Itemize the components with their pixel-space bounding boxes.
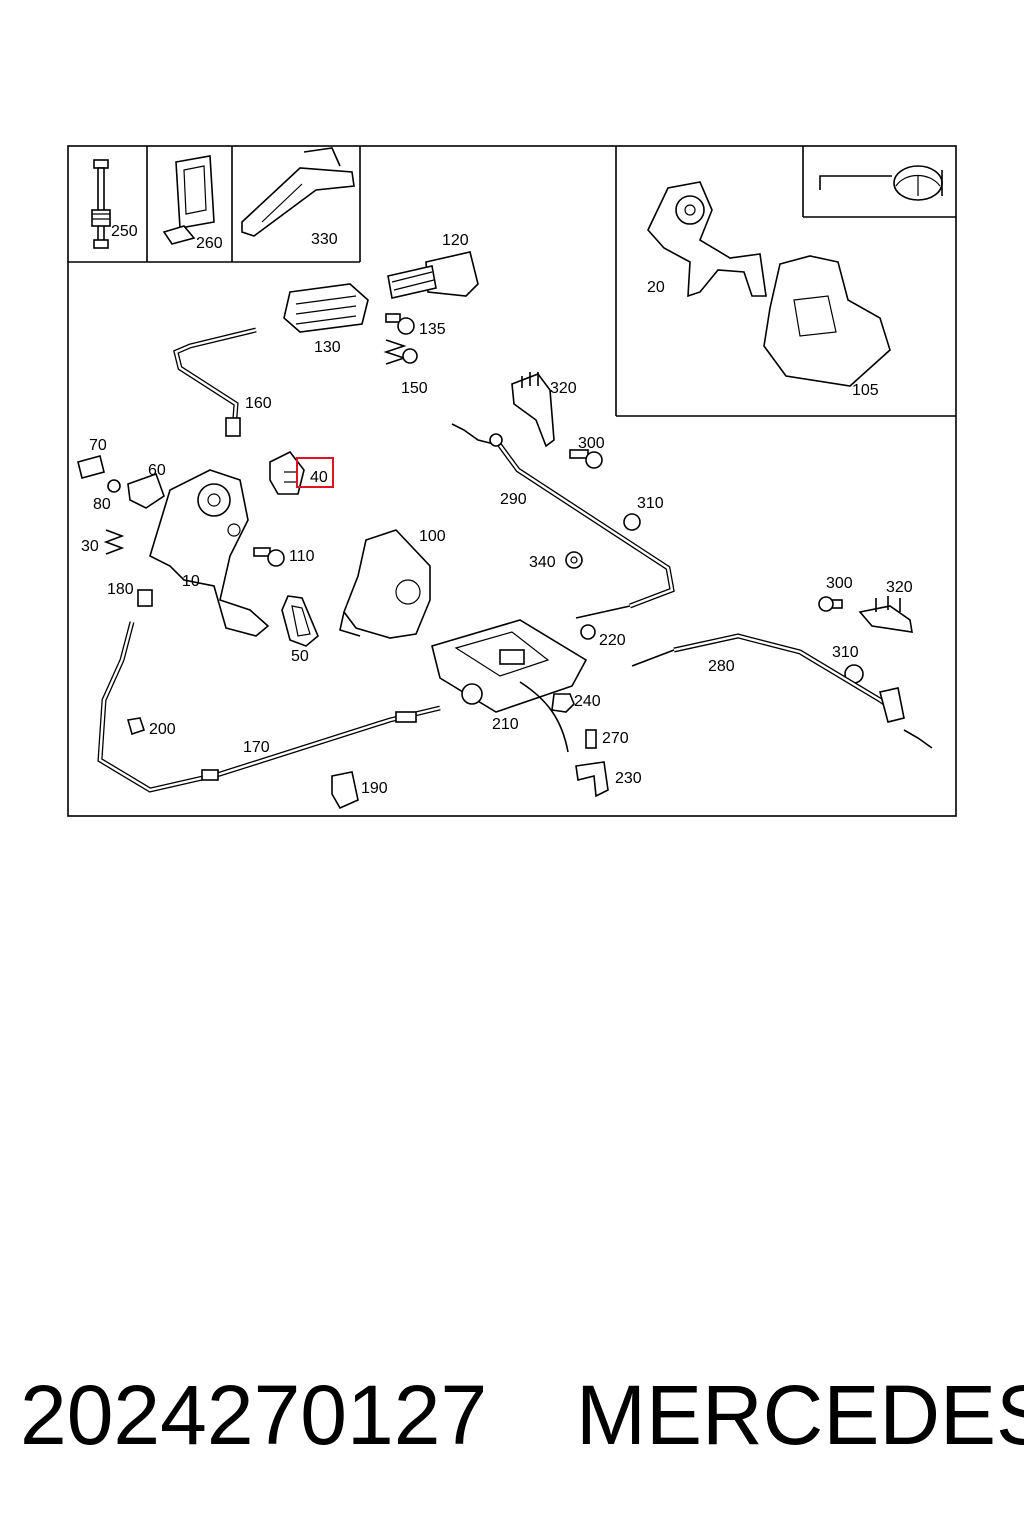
part-nut-340 (565, 551, 583, 569)
callout-110: 110 (289, 548, 315, 565)
callout-60: 60 (148, 462, 166, 479)
part-pedal-assembly-20 (647, 181, 767, 298)
callout-200: 200 (149, 721, 176, 738)
callout-310-right: 310 (832, 644, 859, 661)
part-clip-70 (77, 455, 105, 479)
callout-270: 270 (602, 730, 629, 747)
callout-310: 310 (637, 495, 664, 512)
callout-100: 100 (419, 528, 446, 545)
part-bracket-320 (511, 372, 555, 448)
callout-135: 135 (419, 321, 446, 338)
callout-105: 105 (852, 382, 879, 399)
diagram-frame (67, 145, 957, 817)
brake-wire (519, 681, 569, 753)
callout-290: 290 (500, 491, 527, 508)
part-lever-plate-330 (241, 147, 355, 237)
callout-220: 220 (599, 632, 626, 649)
part-cable-290 (451, 423, 675, 619)
callout-170: 170 (243, 739, 270, 756)
parking-brake-exploded-diagram: 250 260 330 120 130 135 150 160 70 60 80… (67, 145, 957, 817)
part-spring-30 (103, 529, 125, 555)
part-bolt-250 (91, 159, 111, 249)
part-pad-120 (387, 251, 479, 299)
steering-wheel-icon (819, 165, 943, 201)
callout-330: 330 (311, 231, 338, 248)
callout-340: 340 (529, 554, 556, 571)
inset-panel-small-parts (68, 146, 361, 263)
callout-250: 250 (111, 223, 138, 240)
part-rod-160 (173, 327, 257, 437)
part-washer-80 (107, 479, 121, 493)
part-number: 2024270127 (20, 1368, 488, 1462)
callout-280: 280 (708, 658, 735, 675)
callout-40-highlight-box (296, 457, 334, 488)
inset-panel-right-hand-drive (615, 146, 956, 417)
product-caption: 2024270127 MERCEDES (20, 1360, 1024, 1470)
callout-40: 40 (310, 469, 328, 486)
callout-70: 70 (89, 437, 107, 454)
part-grommet-310 (623, 513, 641, 531)
part-bumper-40 (269, 450, 305, 495)
callout-300: 300 (578, 435, 605, 452)
part-pedal-pad-130 (283, 283, 369, 333)
part-bracket-105 (763, 255, 891, 387)
callout-80: 80 (93, 496, 111, 513)
callout-120: 120 (442, 232, 469, 249)
part-cable-170 (97, 621, 441, 793)
part-ratchet-60 (127, 472, 165, 509)
part-pedal-assembly-10 (149, 469, 270, 637)
part-sleeve-180 (137, 589, 153, 607)
callout-230: 230 (615, 770, 642, 787)
callout-320: 320 (550, 380, 577, 397)
callout-190: 190 (361, 780, 388, 797)
callout-30: 30 (81, 538, 99, 555)
part-clip-200 (126, 717, 146, 736)
part-cable-280 (631, 633, 933, 749)
callout-260: 260 (196, 235, 223, 252)
callout-50: 50 (291, 648, 309, 665)
part-nut-240 (551, 693, 575, 713)
part-bolt-110 (253, 547, 285, 567)
part-holder-190 (331, 771, 359, 810)
part-screw-135 (385, 313, 415, 335)
part-bracket-260 (162, 155, 215, 245)
brand-name: MERCEDES (576, 1368, 1024, 1462)
callout-130: 130 (314, 339, 341, 356)
part-pin-270 (585, 729, 597, 749)
callout-300-right: 300 (826, 575, 853, 592)
callout-20: 20 (647, 279, 665, 296)
callout-210: 210 (492, 716, 519, 733)
part-nut-220 (580, 624, 596, 640)
callout-180: 180 (107, 581, 134, 598)
part-bolt-300 (569, 449, 603, 469)
part-housing-100 (339, 529, 431, 639)
part-pedal-pad-50 (281, 595, 319, 647)
part-spring-150 (383, 339, 418, 365)
part-bolt-300-right (818, 596, 843, 612)
part-bracket-320-right (858, 596, 913, 633)
callout-10: 10 (182, 573, 200, 590)
callout-320-right: 320 (886, 579, 913, 596)
callout-240: 240 (574, 693, 601, 710)
callout-160: 160 (245, 395, 272, 412)
part-clip-230 (575, 761, 609, 798)
callout-150: 150 (401, 380, 428, 397)
part-base-plate-210 (431, 619, 588, 713)
